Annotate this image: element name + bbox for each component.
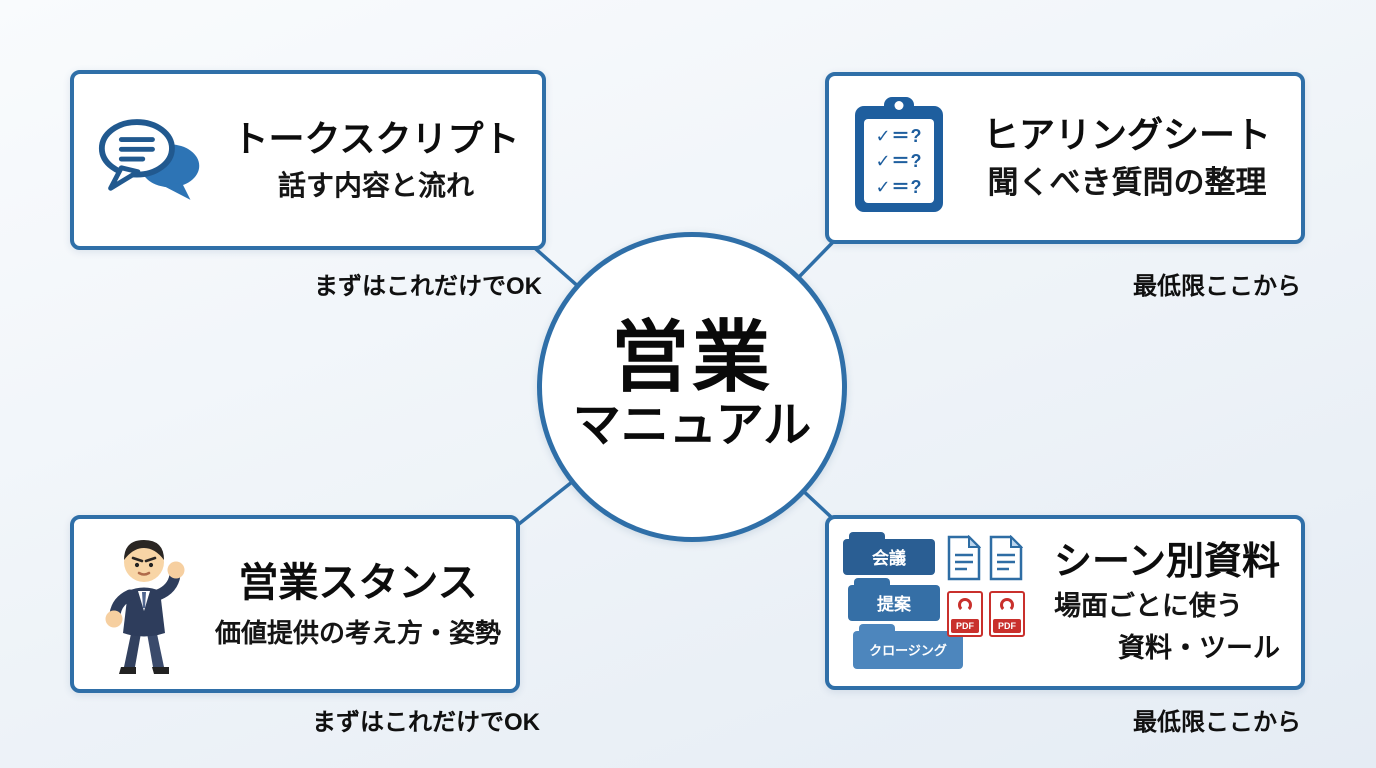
- hearing-sheet-subtitle: 聞くべき質問の整理: [987, 165, 1267, 201]
- card-scene-materials: 会議 提案 クロージング PDF: [825, 515, 1305, 690]
- folder-proposal: 提案: [848, 577, 940, 621]
- checklist-row: ✓＝?: [875, 151, 923, 171]
- center-title: 営業: [610, 313, 773, 401]
- pdf-file-icon: PDF: [947, 590, 983, 637]
- talk-script-subtitle: 話す内容と流れ: [277, 170, 474, 202]
- card-text: 営業スタンス 価値提供の考え方・姿勢: [215, 559, 501, 650]
- folder-closing: クロージング: [853, 623, 963, 669]
- pdf-mark: [1000, 597, 1014, 612]
- speech-bubbles-icon: [98, 119, 200, 200]
- scene-materials-subtitle-1: 場面ごとに使う: [1053, 590, 1243, 621]
- card-text: シーン別資料 場面ごとに使う 資料・ツール: [1054, 540, 1280, 664]
- card-hearing-sheet: ✓＝? ✓＝? ✓＝? ヒアリングシート 聞くべき質問の整理: [825, 72, 1305, 244]
- card-text: トークスクリプト 話す内容と流れ: [233, 117, 520, 203]
- businessman-icon: [105, 540, 185, 674]
- checklist-row: ✓＝?: [875, 125, 923, 146]
- scene-materials-subtitle-2: 資料・ツール: [1118, 632, 1281, 663]
- card-talk-script: トークスクリプト 話す内容と流れ: [70, 70, 546, 250]
- folder-meeting: 会議: [843, 531, 935, 575]
- pdf-mark: [958, 597, 972, 612]
- checklist-row: ✓＝?: [875, 176, 923, 197]
- talk-script-title: トークスクリプト: [232, 117, 520, 159]
- caption-top-left: まずはこれだけでOK: [314, 273, 542, 300]
- scene-materials-title: シーン別資料: [1053, 541, 1281, 584]
- sales-stance-title: 営業スタンス: [238, 560, 478, 605]
- clipboard-paper: ✓＝? ✓＝? ✓＝?: [864, 119, 934, 203]
- pdf-file-icon: PDF: [989, 590, 1025, 637]
- center-circle: 営業 マニュアル: [537, 232, 847, 542]
- hearing-sheet-title: ヒアリングシート: [982, 114, 1271, 156]
- card-sales-stance: 営業スタンス 価値提供の考え方・姿勢: [70, 515, 520, 693]
- pdf-label: PDF: [951, 618, 979, 633]
- caption-top-right: 最低限ここから: [1133, 273, 1301, 300]
- center-subtitle: マニュアル: [572, 399, 812, 452]
- card-text: ヒアリングシート 聞くべき質問の整理: [983, 113, 1271, 203]
- clipboard-checklist-icon: ✓＝? ✓＝? ✓＝?: [855, 97, 943, 212]
- clipboard-clip: [884, 97, 914, 115]
- caption-bottom-right: 最低限ここから: [1133, 709, 1301, 736]
- document-icon: [989, 534, 1023, 580]
- folders-documents-icon: 会議 提案 クロージング PDF: [843, 531, 1029, 675]
- sales-stance-subtitle: 価値提供の考え方・姿勢: [214, 617, 501, 648]
- pdf-label: PDF: [993, 618, 1021, 633]
- caption-bottom-left: まずはこれだけでOK: [312, 709, 540, 736]
- document-icon: [947, 534, 981, 580]
